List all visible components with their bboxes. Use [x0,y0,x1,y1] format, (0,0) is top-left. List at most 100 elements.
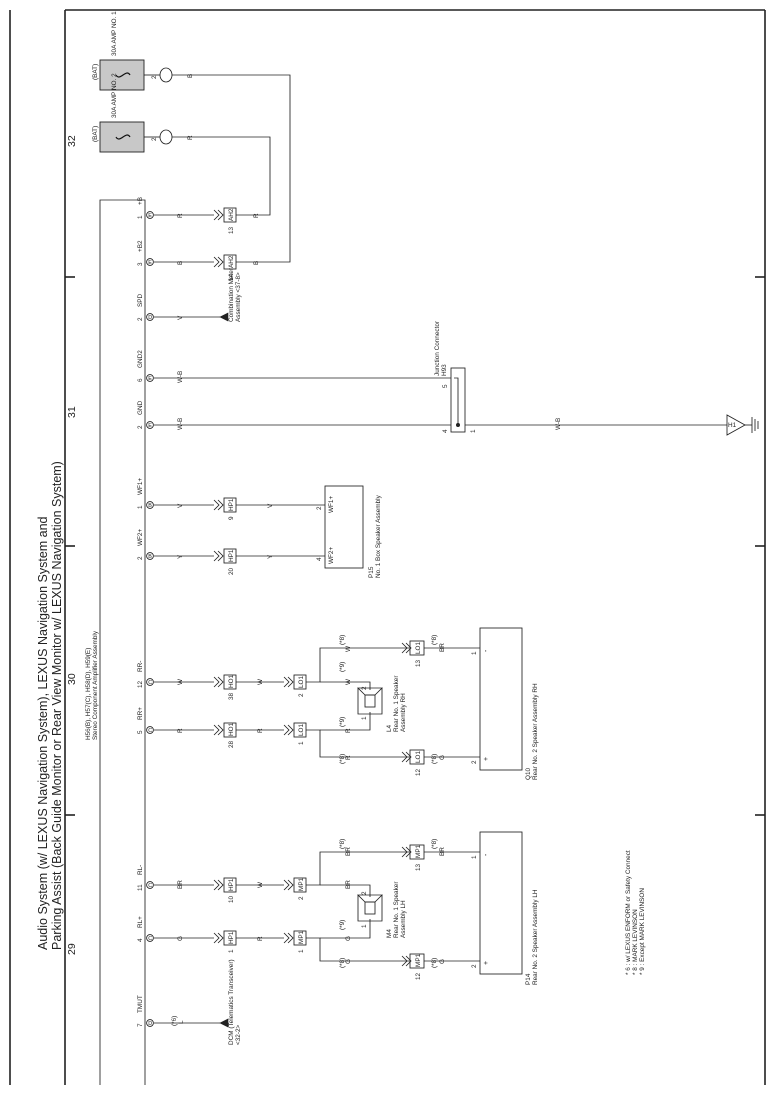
footnotes: * 6 : w/ LEXUS ENFORM or Safety Connect … [625,850,646,975]
ground-wires: W-B W-B W-B [154,371,727,430]
svg-text:HP1: HP1 [228,549,235,562]
svg-text:13: 13 [415,659,422,667]
svg-text:W: W [257,881,264,888]
page-number-32: 32 [66,135,78,147]
svg-text:2: 2 [151,137,158,141]
svg-text:L: L [178,1020,185,1024]
svg-text:C: C [148,883,152,889]
svg-text:W-B: W-B [177,418,184,430]
svg-text:1: 1 [361,924,368,928]
svg-text:MP1: MP1 [298,877,305,891]
dcm-destination-line-1: DCM (Telematics Transceiver) [228,959,235,1045]
page-number-30: 30 [66,673,78,685]
pin-rl-minus: C 11 RL- [137,865,154,891]
speaker-p14-label: Rear No. 2 Speaker Assembly LH [532,889,539,985]
svg-text:WF1+: WF1+ [328,496,335,513]
svg-text:10: 10 [228,895,235,903]
speed-destination-line-1: Combination Meter [228,267,235,322]
svg-text:E: E [148,213,152,219]
svg-text:R: R [177,728,184,733]
svg-text:(*8): (*8) [339,958,346,968]
svg-text:(*8): (*8) [431,958,438,968]
svg-text:HO1: HO1 [228,722,235,736]
svg-text:9: 9 [228,516,235,520]
fuse-amp-no1-label: 30A AMP NO. 1 [111,11,118,56]
connector-hp1-9: HP1 9 [223,497,237,520]
svg-text:2: 2 [471,964,478,968]
ground-h1: H1 [726,414,759,436]
svg-text:(BAT): (BAT) [92,126,99,142]
svg-text:H93: H93 [441,364,448,376]
pin-tmut: D 7 TMUT [137,995,154,1027]
svg-text:G: G [345,959,352,964]
svg-text:(*8): (*8) [431,839,438,849]
note-8: * 8 : MARK LEVINSON [632,909,639,975]
amplifier-codes: H56(B), H57(C), H58(D), H59(E) [85,648,92,740]
connector-mp1-2: MP1 2 [293,877,307,900]
pin-rr-minus: C 12 RR- [137,661,154,688]
svg-text:B: B [253,261,260,265]
svg-text:RL-: RL- [137,865,144,875]
svg-text:G: G [345,936,352,941]
svg-text:+: + [483,757,490,761]
speaker-l4-label-1: Rear No. 1 Speaker [393,675,400,732]
woofer-wires: V Y V Y [154,499,325,562]
svg-text:2: 2 [298,693,305,697]
svg-text:+B: +B [137,197,144,205]
svg-text:R: R [253,213,260,218]
svg-text:(*9): (*9) [339,662,346,672]
svg-text:12: 12 [415,972,422,980]
svg-text:HO1: HO1 [228,674,235,688]
speaker-m4-label-2: Assembly LH [400,900,407,938]
svg-text:2: 2 [316,506,323,510]
svg-text:+B2: +B2 [137,240,144,252]
svg-text:GND: GND [137,400,144,415]
pin-gnd2: E 6 GND2 [137,350,154,382]
note-6: * 6 : w/ LEXUS ENFORM or Safety Connect [625,850,632,975]
dcm-destination-line-2: <32-2> [235,1024,242,1045]
svg-text:G: G [439,959,446,964]
svg-text:12: 12 [415,768,422,776]
connector-mp1-13: MP1 13 [401,844,425,871]
connector-ho1-28: HO1 28 [223,722,237,748]
svg-text:R: R [257,728,264,733]
svg-text:P14: P14 [525,973,532,985]
svg-text:W-B: W-B [555,418,562,430]
svg-text:2: 2 [471,760,478,764]
junction-connector-h93: H93 Junction Connector 5 4 1 [434,320,477,433]
svg-text:5: 5 [137,730,144,734]
svg-text:-: - [483,649,490,652]
svg-text:G: G [177,936,184,941]
svg-text:B: B [187,74,194,78]
pin-rr-plus: C 5 RR+ [137,707,154,734]
svg-text:11: 11 [137,884,144,891]
svg-text:D: D [148,1021,152,1027]
svg-text:V: V [267,503,274,508]
svg-text:LO1: LO1 [415,641,422,654]
svg-text:Q10: Q10 [525,767,532,780]
svg-text:HP1: HP1 [228,878,235,891]
svg-text:BR: BR [345,880,352,889]
svg-text:(*8): (*8) [339,635,346,645]
connector-lo1-13: LO1 13 [401,640,425,667]
svg-text:4: 4 [316,557,323,561]
connector-lo1-1: LO1 1 [293,722,307,745]
pin-spd: D 2 SPD [137,293,154,321]
pin-rl-plus: C 4 RL+ [137,916,154,942]
amplifier-name: Stereo Component Amplifier Assembly [92,630,99,740]
svg-text:(*8): (*8) [339,754,346,764]
svg-text:WF1+: WF1+ [137,478,144,495]
svg-text:12: 12 [137,680,144,688]
svg-text:(*9): (*9) [339,717,346,727]
svg-text:E: E [148,260,152,266]
speaker-l4: 2 1 L4 Rear No. 1 Speaker Assembly RH [356,675,407,732]
pin-wf2-plus: B 2 WF2+ [137,529,154,560]
svg-text:P15: P15 [368,566,375,578]
connector-ah2-13: AH2 13 [223,207,237,234]
svg-text:1: 1 [471,855,478,859]
svg-text:4: 4 [442,429,449,433]
svg-text:38: 38 [228,692,235,700]
svg-text:E: E [148,423,152,429]
svg-text:R: R [345,755,352,760]
